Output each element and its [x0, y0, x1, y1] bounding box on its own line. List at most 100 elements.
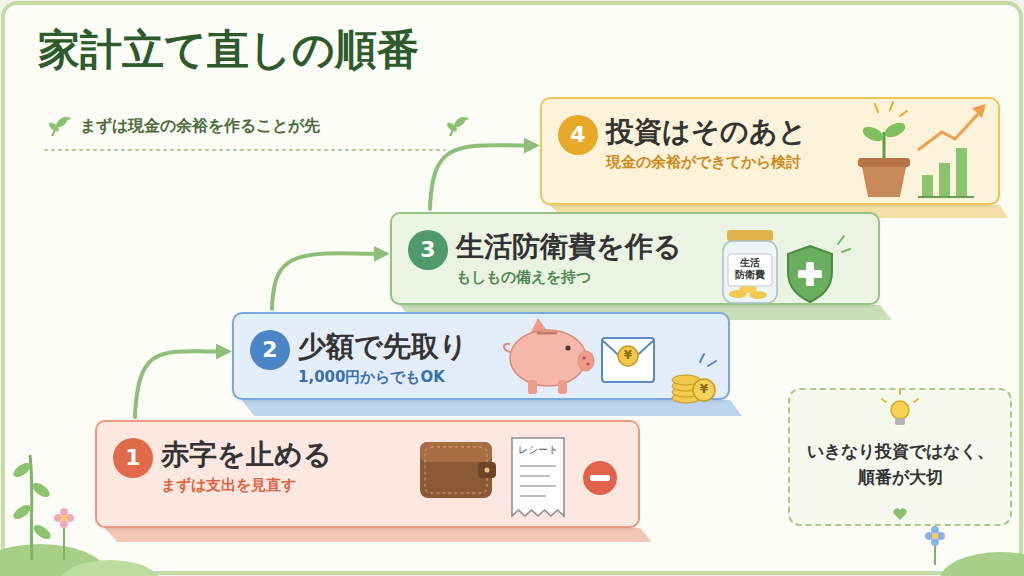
receipt-label: レシート [516, 444, 560, 456]
step-subtitle: もしもの備えを持つ [456, 268, 862, 288]
subtitle-decoration [54, 115, 69, 129]
step-number-text: 4 [558, 115, 598, 155]
receipt-icon [520, 475, 550, 477]
subtitle-decoration [450, 118, 468, 136]
piggy-bank-icon [538, 332, 556, 335]
piggy-bank-icon [578, 351, 594, 371]
savings-jar-icon [728, 254, 772, 286]
plant-decoration [54, 514, 62, 522]
envelope-icon [602, 338, 654, 382]
plant-decoration [940, 552, 1024, 576]
piggy-bank-icon [530, 318, 548, 334]
receipt-icon [512, 438, 564, 516]
step-arrow [272, 253, 385, 309]
subtitle-decoration [47, 121, 60, 133]
bulb-icon [895, 418, 905, 425]
plant-decoration [932, 533, 938, 539]
plant-decoration [925, 532, 933, 540]
step-heading: 投資はそのあと [606, 115, 982, 149]
step-depth [105, 528, 652, 542]
growth-chart-icon [922, 175, 933, 197]
subtitle-decoration [52, 118, 70, 136]
minus-icon [590, 475, 610, 481]
plant-icon [858, 158, 910, 167]
coins-icon [708, 361, 716, 366]
note-box: いきなり投資ではなく、 順番が大切 [788, 388, 1012, 526]
plant-icon [900, 111, 907, 116]
step-heading: 少額で先取り [298, 330, 712, 364]
shield-icon [788, 246, 832, 302]
savings-jar-icon [749, 291, 767, 299]
savings-jar-icon [723, 241, 777, 303]
step-arrow [430, 145, 535, 209]
shield-icon [798, 270, 822, 278]
plant-decoration [931, 538, 939, 546]
piggy-bank-icon [586, 362, 589, 365]
savings-jar-icon [723, 230, 777, 303]
plant-icon [890, 102, 893, 110]
savings-jar-icon [739, 285, 757, 293]
shield-icon [806, 262, 814, 286]
savings-jar-icon [729, 290, 747, 298]
heart-icon [893, 508, 906, 520]
minus-icon [583, 461, 617, 495]
shield-icon [842, 249, 850, 252]
envelope-icon [618, 346, 638, 366]
step-number-text: 3 [408, 230, 448, 270]
step-number: 4 [558, 115, 598, 155]
plant-decoration [11, 460, 33, 480]
coins-icon [672, 354, 716, 403]
plant-icon [862, 167, 906, 197]
plant-decoration [11, 502, 33, 522]
growth-chart-icon [918, 196, 974, 198]
wallet-icon [425, 447, 487, 493]
bulb-icon [882, 389, 918, 425]
receipt-icon [512, 438, 564, 516]
piggy-bank-icon [582, 356, 585, 359]
step-subtitle: まずは支出を見直す [161, 476, 622, 496]
plant-icon [882, 120, 907, 140]
plant-decoration [934, 540, 936, 565]
bulb-icon [891, 401, 909, 419]
subtitle-decoration [452, 115, 467, 129]
coins-icon [672, 393, 700, 403]
step-box: 赤字を止めるまずは支出を見直す1 [95, 420, 640, 528]
step-box: 生活防衛費を作るもしもの備えを持つ 3 [390, 212, 880, 305]
piggy-bank-icon [504, 318, 594, 394]
piggy-bank-icon [510, 330, 586, 386]
subtitle: まずは現金の余裕を作ることが先 [80, 116, 450, 135]
step-number-text: 2 [250, 330, 290, 370]
growth-chart-icon [939, 163, 950, 197]
coins-icon [672, 381, 700, 391]
plant-icon [883, 132, 886, 160]
plant-icon [860, 124, 885, 144]
minus-icon [583, 461, 617, 495]
yen-mark: ¥ [695, 382, 713, 396]
plant-decoration [66, 514, 74, 522]
step-number: 2 [250, 330, 290, 370]
subtitle-decoration [45, 149, 445, 151]
plant-icon [875, 104, 878, 112]
piggy-bank-icon [504, 344, 510, 352]
step-depth [242, 400, 742, 416]
wallet-icon [485, 468, 490, 473]
step-number: 3 [408, 230, 448, 270]
savings-jar-icon [727, 230, 773, 241]
step-box: 少額で先取り1,000円からでもOK2 [232, 312, 730, 400]
plant-icon [858, 102, 910, 197]
step-subtitle: 現金の余裕ができてから検討 [606, 153, 982, 173]
step-box: 投資はそのあと現金の余裕ができてから検討 4 [540, 97, 1000, 205]
growth-chart-icon [918, 104, 986, 197]
plant-decoration [60, 520, 68, 528]
wallet-icon [420, 442, 492, 462]
title: 家計立て直しの順番 [38, 22, 419, 78]
coins-icon [700, 354, 704, 362]
plant-decoration [0, 544, 110, 576]
step-heading: 生活防衛費を作る [456, 230, 862, 264]
bulb-icon [899, 389, 901, 394]
heart-icon [893, 508, 906, 520]
subtitle-decoration [45, 115, 468, 150]
